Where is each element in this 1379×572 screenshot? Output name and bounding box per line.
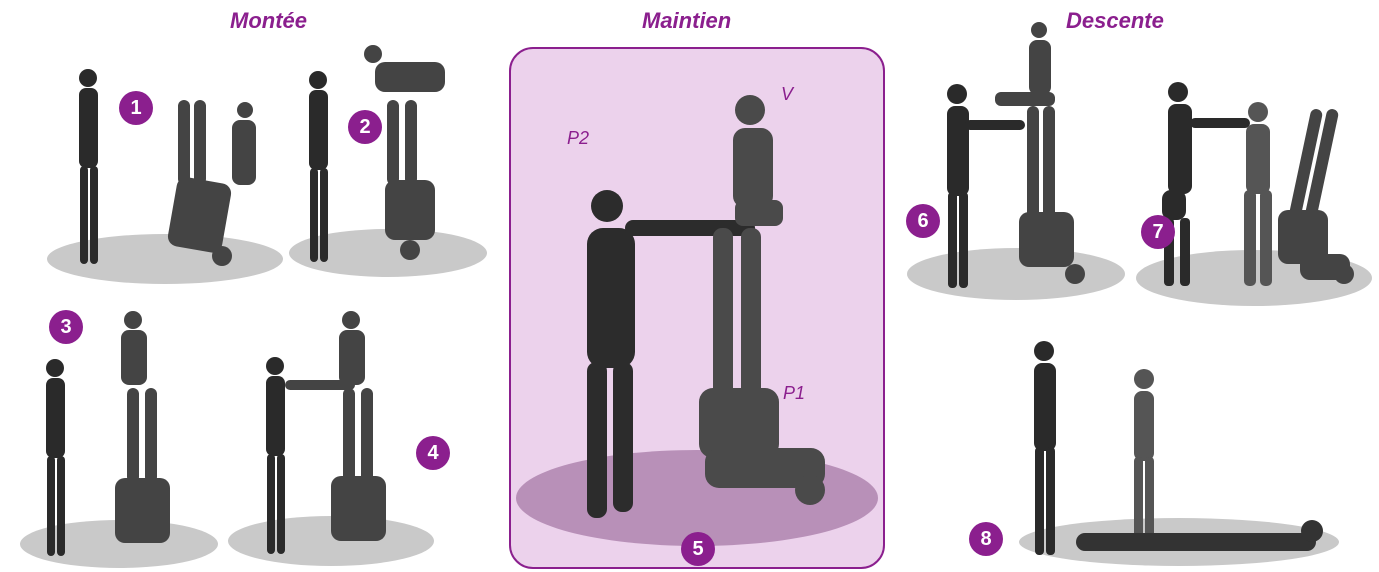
- heading-hold: Maintien: [642, 8, 731, 34]
- role-label-support-base: P1: [783, 383, 805, 404]
- step-badge-6: 6: [906, 204, 940, 238]
- figure-step-3: [35, 308, 215, 568]
- step-badge-8: 8: [969, 522, 1003, 556]
- figure-step-7: [1150, 78, 1370, 298]
- step-badge-2: 2: [348, 110, 382, 144]
- figure-step-1: [60, 60, 280, 280]
- step-badge-3: 3: [49, 310, 83, 344]
- step-badge-5: 5: [681, 532, 715, 566]
- figure-step-2: [295, 40, 485, 280]
- step-badge-4: 4: [416, 436, 450, 470]
- role-label-flyer: V: [781, 84, 793, 105]
- figure-step-5: [565, 88, 865, 538]
- figure-step-8: [1020, 335, 1340, 565]
- role-label-support-standing: P2: [567, 128, 589, 149]
- figure-step-6: [935, 22, 1125, 292]
- figure-step-4: [255, 308, 425, 563]
- heading-ascent: Montée: [230, 8, 307, 34]
- step-badge-7: 7: [1141, 215, 1175, 249]
- step-badge-1: 1: [119, 91, 153, 125]
